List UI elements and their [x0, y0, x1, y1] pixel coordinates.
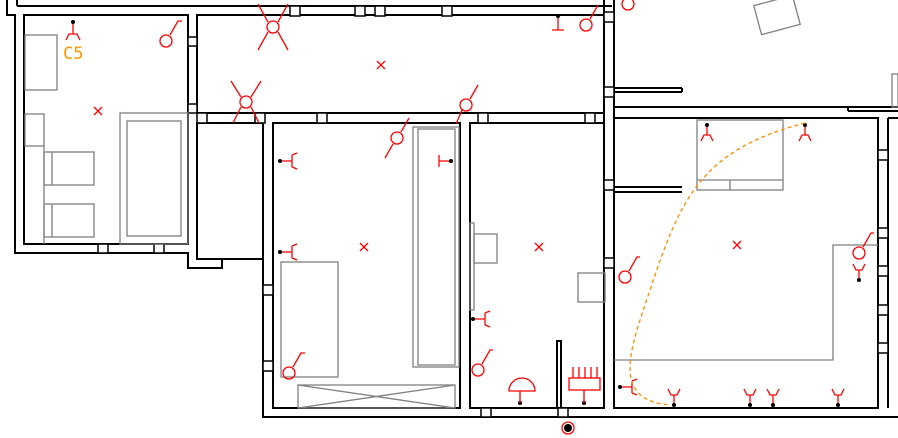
pendant-light-icon: [159, 0, 874, 380]
socket-icon: [65, 16, 866, 405]
boiler-icon: [508, 377, 536, 403]
dots: [71, 14, 861, 407]
room-label: C5: [63, 44, 83, 64]
furniture: [24, 0, 898, 409]
cable-path: [629, 122, 806, 406]
electrical-symbols: [65, 0, 874, 435]
wall-columns: [97, 5, 889, 418]
walls: [6, 0, 898, 418]
heater-icon: [568, 367, 601, 403]
ceiling-light-icon: [93, 60, 742, 252]
entry-point-icon: [561, 421, 575, 435]
